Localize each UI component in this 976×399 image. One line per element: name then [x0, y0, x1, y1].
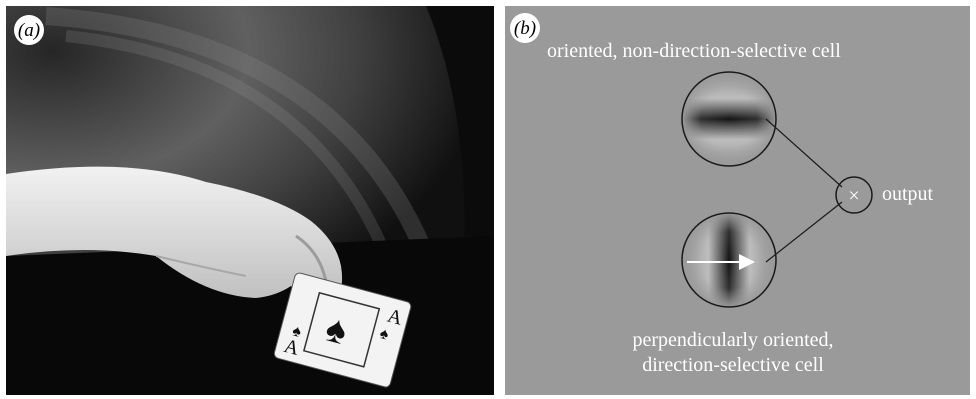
- top-cell-label: oriented, non-direction-selective cell: [547, 39, 841, 64]
- output-label: output: [882, 182, 933, 207]
- bottom-cell-label-line1: perpendicularly oriented,: [588, 328, 878, 353]
- bottom-receptive-field: [682, 213, 776, 307]
- connection-lines: [766, 119, 842, 262]
- panel-b-diagram: × (b) oriented, non-direction-selective …: [505, 6, 970, 395]
- panel-a-tag: (a): [14, 15, 44, 45]
- panel-a-photo: A ♠ A ♠ ♠ (a): [6, 6, 494, 395]
- panel-b-tag: (b): [510, 13, 540, 43]
- bottom-cell-label-line2: direction-selective cell: [588, 353, 878, 378]
- bottom-cell-label: perpendicularly oriented, direction-sele…: [588, 328, 878, 378]
- multiply-symbol: ×: [848, 185, 859, 207]
- top-receptive-field: [682, 72, 776, 166]
- multiply-node: ×: [836, 177, 872, 213]
- photo-illustration: A ♠ A ♠ ♠: [6, 6, 494, 395]
